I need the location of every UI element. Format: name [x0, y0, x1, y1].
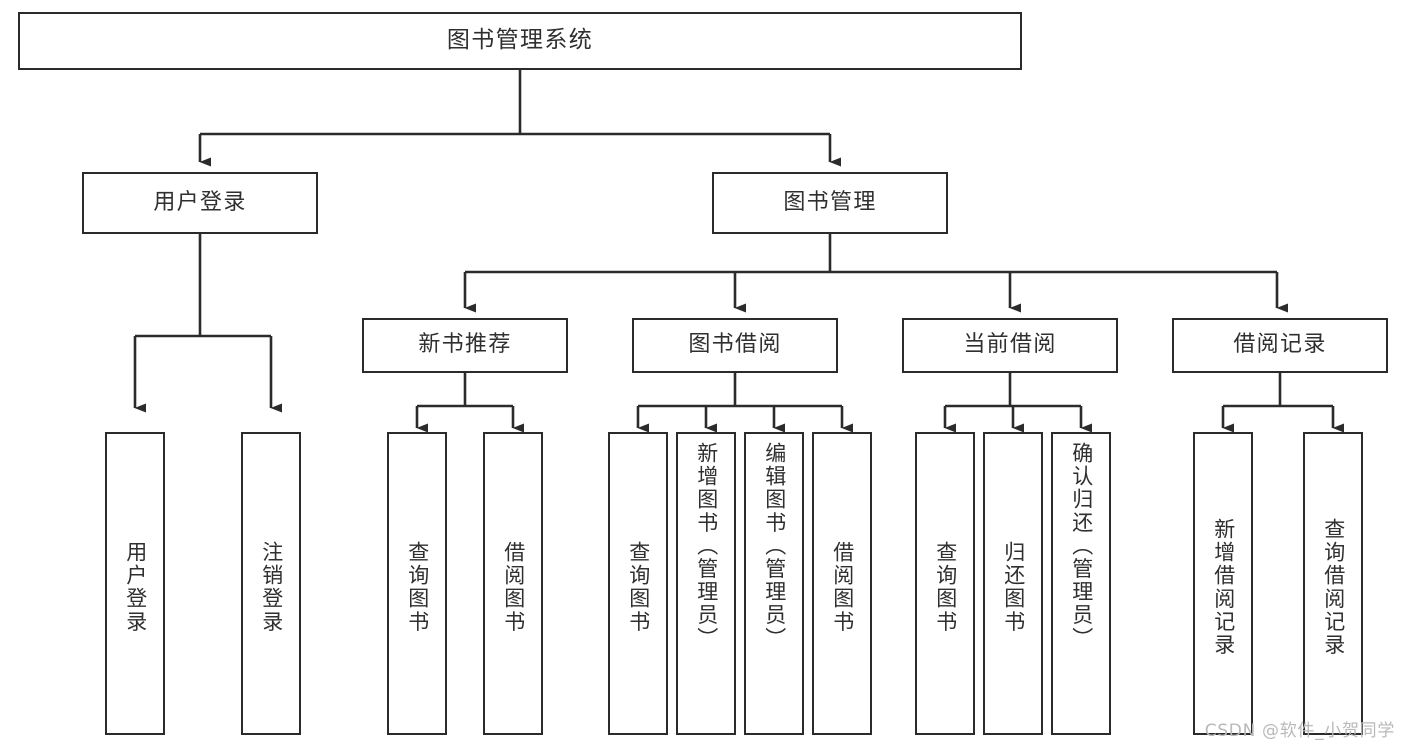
node-label: 查询图书	[405, 541, 430, 634]
node-label: 借阅图书	[501, 541, 526, 634]
node-label: 查询图书	[626, 541, 651, 634]
leaf-borrow-borrow-book[interactable]: 借阅图书	[812, 432, 872, 735]
node-label: 查询借阅记录	[1321, 518, 1346, 657]
node-label: 编辑图书（管理员）	[762, 442, 787, 650]
node-label: 借阅图书	[830, 541, 855, 634]
node-label: 用户登录	[123, 541, 148, 634]
leaf-new-book-borrow-book[interactable]: 借阅图书	[483, 432, 543, 735]
node-root-book-management-system[interactable]: 图书管理系统	[18, 12, 1022, 70]
node-label: 图书借阅	[688, 332, 782, 358]
node-label: 当前借阅	[963, 332, 1057, 358]
node-label: 注销登录	[259, 541, 284, 634]
node-label: 借阅记录	[1233, 332, 1327, 358]
leaf-current-query-book[interactable]: 查询图书	[915, 432, 975, 735]
leaf-current-return-book[interactable]: 归还图书	[983, 432, 1043, 735]
node-label: 确认归还（管理员）	[1069, 442, 1094, 650]
node-label: 图书管理	[783, 189, 877, 215]
node-new-book-recommend[interactable]: 新书推荐	[362, 318, 568, 373]
leaf-new-book-query-book[interactable]: 查询图书	[387, 432, 447, 735]
node-label: 归还图书	[1001, 541, 1026, 634]
node-label: 查询图书	[933, 541, 958, 634]
leaf-user-login-logout[interactable]: 注销登录	[241, 432, 301, 735]
node-current-borrow[interactable]: 当前借阅	[902, 318, 1118, 373]
leaf-borrow-query-book[interactable]: 查询图书	[608, 432, 668, 735]
leaf-user-login-login[interactable]: 用户登录	[105, 432, 165, 735]
leaf-borrow-edit-book-admin[interactable]: 编辑图书（管理员）	[744, 432, 804, 735]
csdn-watermark: CSDN @软件_小贺同学	[1204, 721, 1395, 741]
leaf-record-query-borrow-record[interactable]: 查询借阅记录	[1303, 432, 1363, 735]
leaf-record-add-borrow-record[interactable]: 新增借阅记录	[1193, 432, 1253, 735]
node-book-management[interactable]: 图书管理	[712, 172, 948, 234]
node-label: 用户登录	[153, 189, 247, 215]
node-label: 图书管理系统	[446, 27, 594, 54]
node-book-borrow[interactable]: 图书借阅	[632, 318, 838, 373]
node-label: 新书推荐	[418, 332, 512, 358]
leaf-current-confirm-return-admin[interactable]: 确认归还（管理员）	[1051, 432, 1111, 735]
node-user-login[interactable]: 用户登录	[82, 172, 318, 234]
leaf-borrow-add-book-admin[interactable]: 新增图书（管理员）	[676, 432, 736, 735]
node-label: 新增借阅记录	[1211, 518, 1236, 657]
node-borrow-record[interactable]: 借阅记录	[1172, 318, 1388, 373]
node-label: 新增图书（管理员）	[694, 442, 719, 650]
